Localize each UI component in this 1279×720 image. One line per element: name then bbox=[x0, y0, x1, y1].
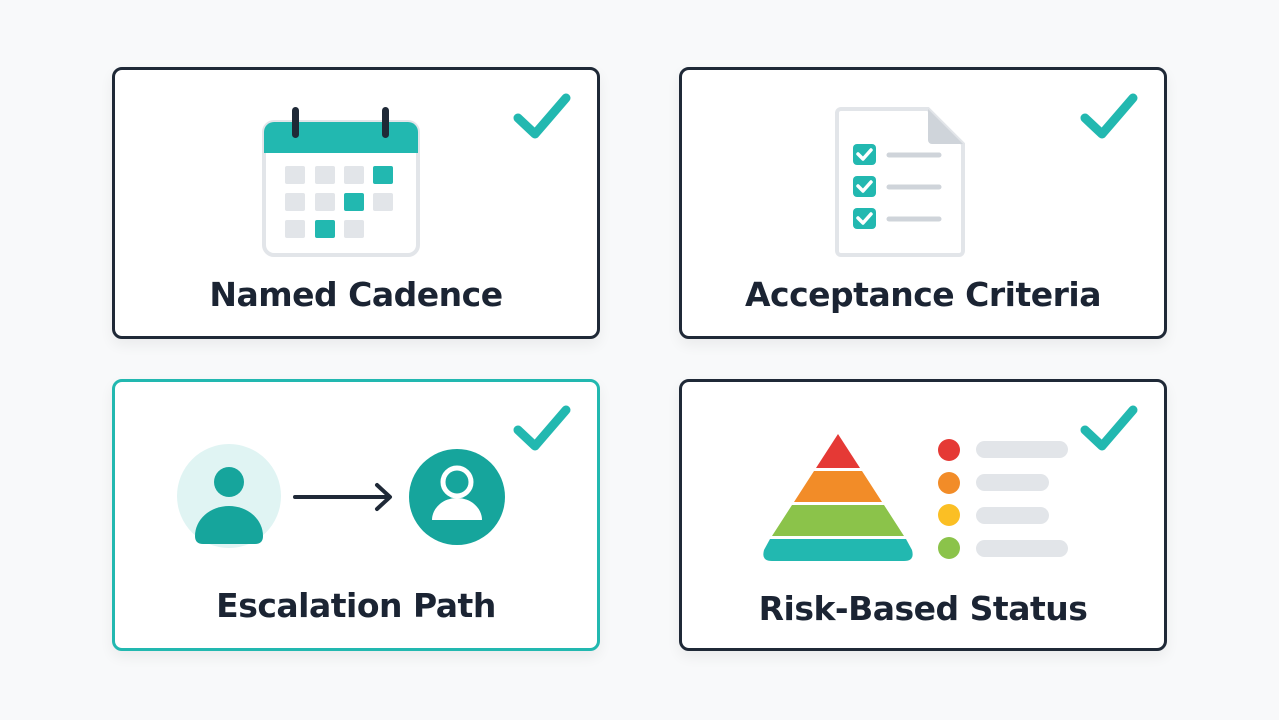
check-icon bbox=[513, 405, 571, 451]
risk-status-list-icon bbox=[938, 439, 1068, 559]
arrow-right-icon bbox=[293, 483, 392, 511]
card-acceptance-criteria: Acceptance Criteria bbox=[679, 67, 1167, 339]
check-icon bbox=[513, 93, 571, 139]
card-label: Named Cadence bbox=[209, 275, 503, 314]
checklist-document-icon bbox=[835, 107, 965, 257]
card-label: Risk-Based Status bbox=[758, 589, 1088, 628]
person-to-person-arrow-icon bbox=[177, 444, 505, 548]
check-icon bbox=[1080, 93, 1138, 139]
card-risk-based-status: Risk-Based Status bbox=[679, 379, 1167, 651]
risk-pyramid-icon bbox=[763, 434, 913, 561]
check-icon bbox=[1080, 405, 1138, 451]
card-label: Acceptance Criteria bbox=[745, 275, 1101, 314]
calendar-icon bbox=[262, 107, 420, 257]
card-escalation-path: Escalation Path bbox=[112, 379, 600, 651]
card-named-cadence: Named Cadence bbox=[112, 67, 600, 339]
card-label: Escalation Path bbox=[216, 586, 496, 625]
